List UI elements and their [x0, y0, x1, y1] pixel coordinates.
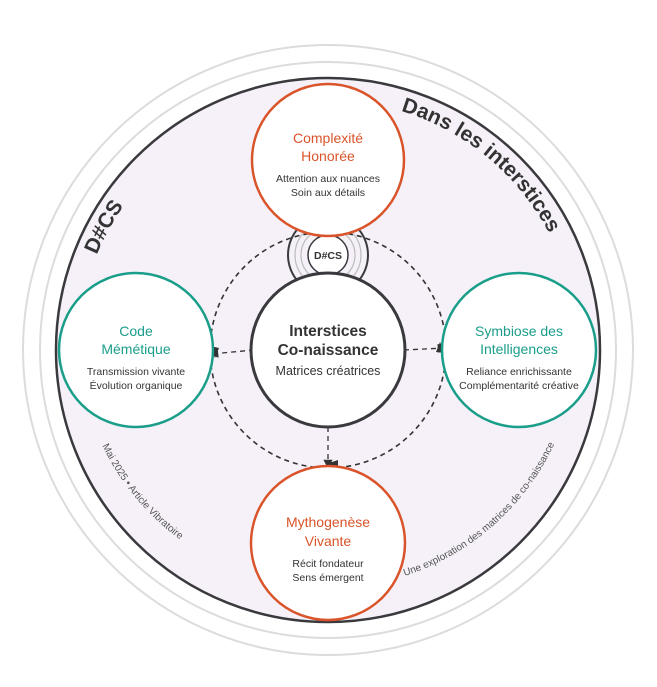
node-right-sub-line2: Complémentarité créative — [459, 380, 579, 392]
center-title-line1: Interstices — [289, 323, 367, 340]
node-left-sub-line2: Évolution organique — [90, 379, 183, 392]
middle-ring — [39, 61, 617, 639]
node-right-title-line1: Symbiose des — [475, 323, 563, 339]
node-code-memetique: Code Mémétique Transmission vivante Évol… — [57, 271, 215, 429]
node-bottom-sub-line2: Sens émergent — [292, 572, 363, 584]
node-top-title-line1: Complexité — [293, 130, 363, 146]
node-left-sub-line1: Transmission vivante — [87, 366, 185, 378]
node-top-sub-line1: Attention aux nuances — [276, 173, 380, 185]
center-node: Interstices Co-naissance Matrices créatr… — [249, 271, 407, 429]
spoke-right — [403, 343, 447, 353]
node-symbiose: Symbiose des Intelligences Reliance enri… — [440, 271, 598, 429]
dcs-badge-label: D#CS — [314, 250, 342, 262]
node-complexite: Complexité Honorée Attention aux nuances… — [250, 82, 406, 238]
node-bottom-title-line2: Vivante — [305, 533, 352, 549]
center-title-line2: Co-naissance — [278, 342, 379, 359]
node-bottom-title-line1: Mythogenèse — [286, 514, 370, 530]
node-right-sub-line1: Reliance enrichissante — [466, 366, 572, 378]
node-bottom-sub-line1: Récit fondateur — [292, 558, 364, 570]
node-mythogenese: Mythogenèse Vivante Récit fondateur Sens… — [249, 464, 407, 622]
node-left-title-line2: Mémétique — [101, 341, 170, 357]
node-top-title-line2: Honorée — [301, 148, 355, 164]
spoke-left — [209, 348, 255, 358]
outer-ring — [22, 44, 634, 656]
node-left-title-line1: Code — [119, 323, 153, 339]
node-top-sub-line2: Soin aux détails — [291, 187, 365, 199]
center-subtitle: Matrices créatrices — [276, 364, 381, 378]
node-right-title-line2: Intelligences — [480, 341, 558, 357]
